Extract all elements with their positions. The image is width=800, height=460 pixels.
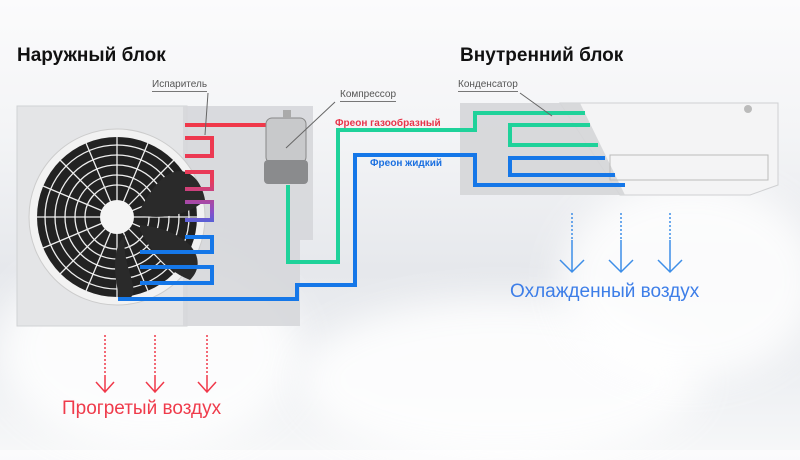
liquid-pipe [118,153,625,301]
outdoor-unit-title: Наружный блок [17,45,166,66]
cool-air-label: Охлажденный воздух [510,281,700,302]
outdoor-unit [16,105,313,327]
compressor-label: Компрессор [340,89,397,102]
warm-air-label: Прогретый воздух [62,398,222,419]
indoor-unit [460,102,779,196]
warm-air-arrows [95,335,217,394]
freon-gas-label: Фреон газообразный [335,118,441,129]
cloud [560,180,800,380]
indoor-unit-title: Внутренний блок [460,45,624,66]
fan-icon [28,128,206,306]
ac-diagram [16,92,779,394]
evaporator-coil [140,123,270,285]
cool-air-arrows [559,213,683,274]
compressor-icon [264,110,308,184]
freon-liquid-label: Фреон жидкий [370,158,443,169]
condenser-label: Конденсатор [458,79,518,92]
evaporator-label: Испаритель [152,79,208,92]
gas-pipe [286,111,598,264]
